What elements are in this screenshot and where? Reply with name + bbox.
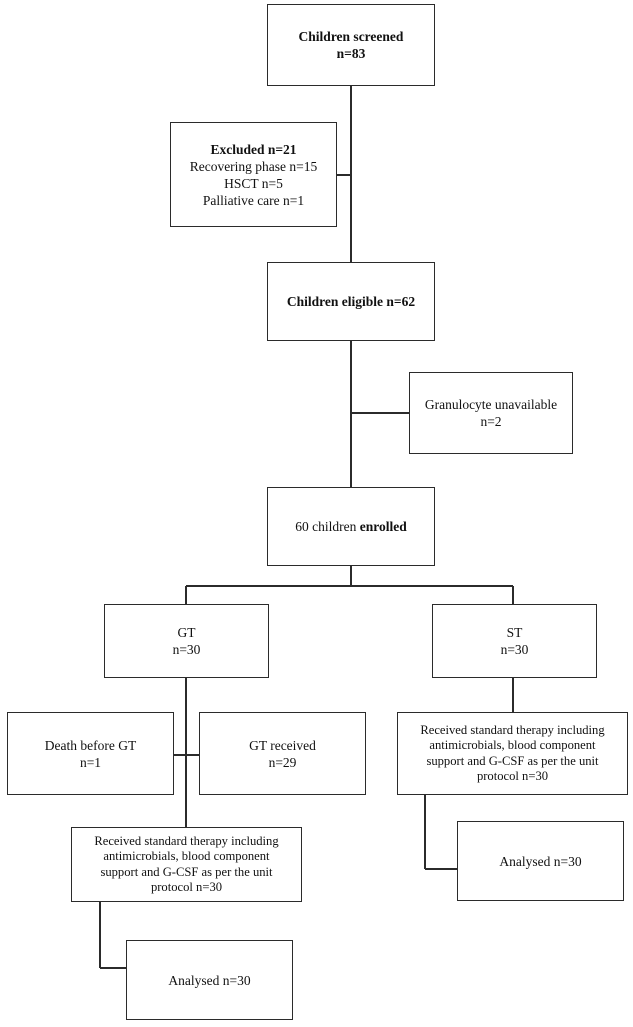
gt-standard-therapy-line1: Received standard therapy including	[94, 834, 279, 849]
st-standard-therapy-line2: antimicrobials, blood component	[429, 738, 596, 753]
node-gt-received: GT received n=29	[199, 712, 366, 795]
gt-standard-therapy-line4: protocol n=30	[150, 879, 223, 894]
excluded-label: Excluded n=21	[210, 141, 297, 157]
node-gt-analysed: Analysed n=30	[126, 940, 293, 1020]
children-enrolled-emphasis: enrolled	[359, 519, 407, 534]
death-before-gt-count: n=1	[79, 754, 102, 770]
st-arm-label: ST	[506, 625, 523, 640]
node-granulocyte-unavailable: Granulocyte unavailable n=2	[409, 372, 573, 454]
node-children-screened: Children screened n=83	[267, 4, 435, 86]
gt-analysed-label: Analysed n=30	[168, 972, 251, 988]
st-standard-therapy-line3: support and G-CSF as per the unit	[426, 753, 599, 768]
children-enrolled-label: 60 children enrolled	[295, 518, 406, 535]
granulocyte-unavailable-count: n=2	[480, 414, 502, 429]
st-analysed-label: Analysed n=30	[499, 853, 582, 869]
node-excluded: Excluded n=21 Recovering phase n=15 HSCT…	[170, 122, 337, 227]
children-enrolled-prefix: 60 children	[295, 519, 360, 534]
node-death-before-gt: Death before GT n=1	[7, 712, 174, 795]
gt-standard-therapy-line3: support and G-CSF as per the unit	[100, 864, 273, 879]
children-eligible-label: Children eligible n=62	[286, 294, 416, 309]
node-children-eligible: Children eligible n=62	[267, 262, 435, 341]
excluded-reason-recovering: Recovering phase n=15	[189, 158, 318, 174]
node-children-enrolled: 60 children enrolled	[267, 487, 435, 566]
excluded-reason-palliative: Palliative care n=1	[202, 192, 305, 208]
children-screened-label: Children screened	[298, 29, 404, 44]
gt-received-count: n=29	[268, 754, 297, 770]
st-arm-count: n=30	[500, 642, 529, 657]
node-st-standard-therapy: Received standard therapy including anti…	[397, 712, 628, 795]
gt-standard-therapy-line2: antimicrobials, blood component	[103, 849, 270, 864]
node-st-analysed: Analysed n=30	[457, 821, 624, 901]
node-st-arm: ST n=30	[432, 604, 597, 678]
gt-arm-count: n=30	[172, 642, 201, 657]
excluded-reason-hsct: HSCT n=5	[224, 175, 283, 191]
gt-arm-label: GT	[177, 625, 196, 640]
st-standard-therapy-line4: protocol n=30	[476, 768, 549, 783]
children-screened-count: n=83	[336, 46, 366, 61]
node-gt-arm: GT n=30	[104, 604, 269, 678]
st-standard-therapy-line1: Received standard therapy including	[420, 723, 605, 738]
granulocyte-unavailable-label: Granulocyte unavailable	[424, 397, 558, 412]
gt-received-label: GT received	[249, 737, 316, 753]
death-before-gt-label: Death before GT	[44, 737, 137, 753]
node-gt-standard-therapy: Received standard therapy including anti…	[71, 827, 302, 902]
